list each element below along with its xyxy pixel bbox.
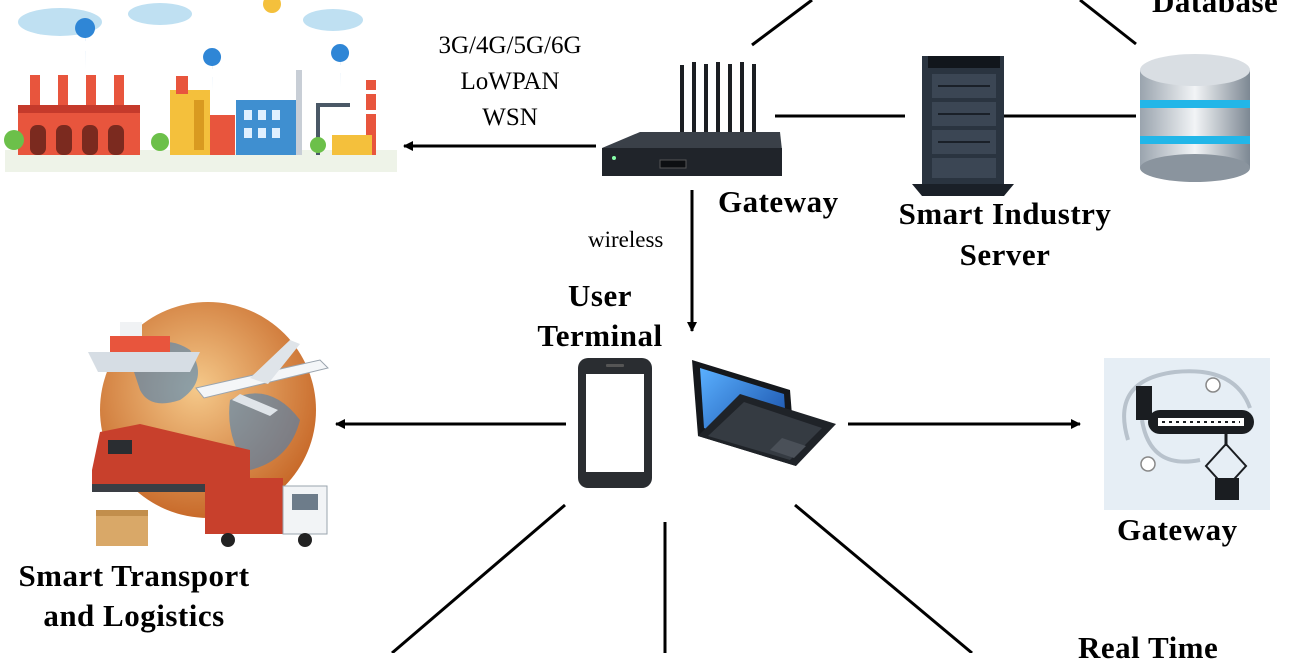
network-label-line1: 3G/4G/5G/6G	[438, 32, 582, 59]
user-terminal-label-line2: Terminal	[537, 318, 663, 353]
connectors	[335, 0, 1137, 653]
smart-factory-icon	[4, 0, 397, 172]
server-rack-icon	[912, 56, 1014, 196]
network-label-line2: LoWPAN	[460, 68, 560, 95]
gateway-right-label: Gateway	[1117, 512, 1238, 547]
gateway-router-icon	[602, 62, 782, 176]
line-gateway-to-top	[751, 0, 813, 47]
database-icon	[1140, 54, 1250, 182]
user-terminal-label-line1: User	[568, 278, 632, 313]
laptop-icon	[692, 360, 836, 466]
line-terminal-to-bottom-left	[391, 503, 566, 653]
transport-label-line1: Smart Transport	[18, 558, 250, 593]
wireless-label: wireless	[588, 227, 664, 252]
conveyor-gateway-icon	[1104, 358, 1270, 510]
globe-logistics-icon	[88, 302, 329, 547]
smartphone-icon	[578, 358, 652, 488]
server-label-line2: Server	[959, 237, 1051, 272]
network-label-line3: WSN	[482, 104, 538, 131]
line-terminal-to-bottom-right	[794, 503, 973, 653]
realtime-label: Real Time	[1078, 630, 1219, 665]
database-label: Database	[1152, 0, 1279, 19]
line-database-to-top	[1079, 0, 1137, 46]
gateway-top-label: Gateway	[718, 184, 839, 219]
server-label-line1: Smart Industry	[898, 196, 1112, 231]
transport-label-line2: and Logistics	[43, 598, 225, 633]
